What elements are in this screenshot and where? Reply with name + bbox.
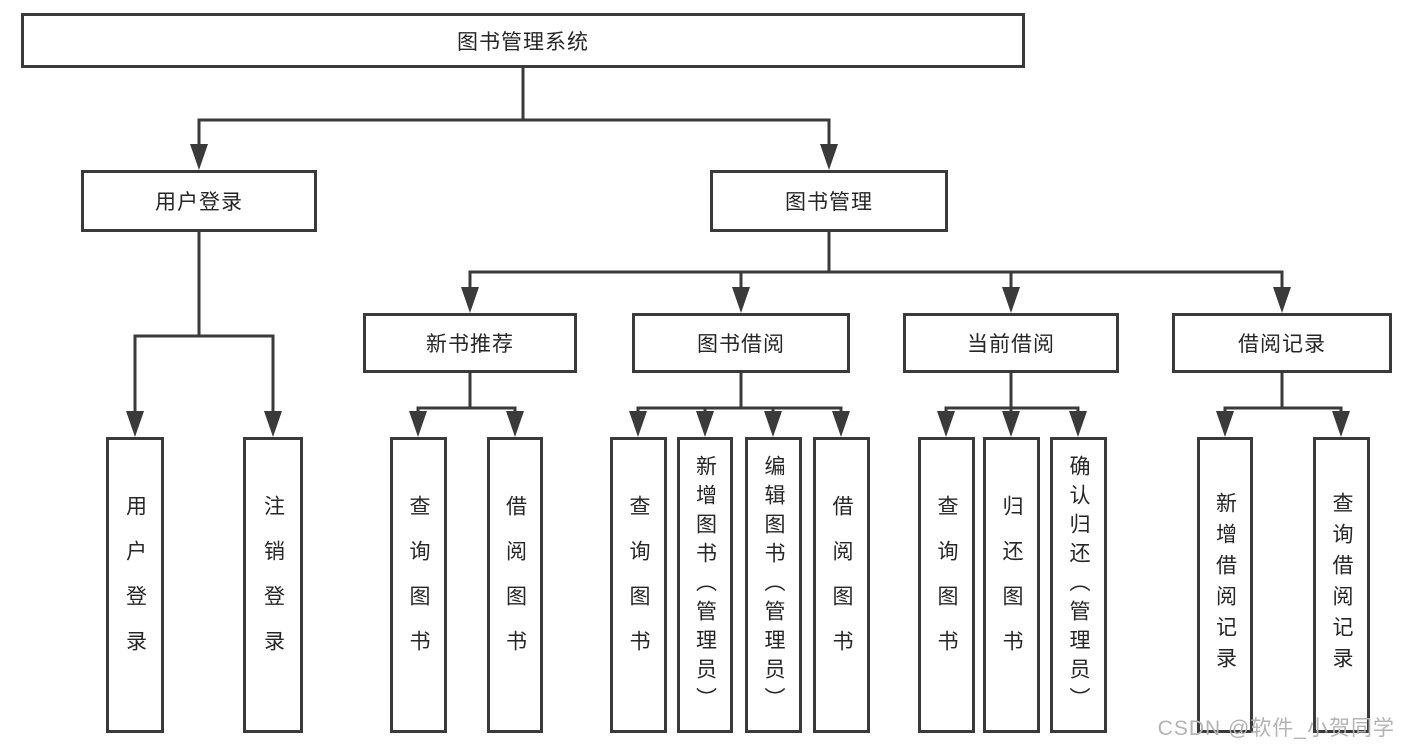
- leaf-add-books-admin: 新增图书（管理员）: [677, 437, 733, 733]
- leaf-label: 新增借阅记录: [1213, 492, 1237, 678]
- node-book-management: 图书管理: [710, 170, 948, 232]
- connector-paths: [133, 68, 1343, 414]
- node-current-borrow: 当前借阅: [903, 313, 1119, 373]
- leaf-label: 确认归还（管理员）: [1067, 454, 1090, 716]
- leaf-borrow-books-recommend: 借阅图书: [487, 437, 543, 733]
- node-book-borrow: 图书借阅: [632, 313, 850, 373]
- leaf-confirm-return-admin: 确认归还（管理员）: [1050, 437, 1107, 733]
- node-label: 用户登录: [155, 191, 243, 214]
- leaf-label: 查询图书: [407, 495, 430, 675]
- node-label: 图书管理系统: [457, 30, 589, 54]
- leaf-query-borrow-record: 查询借阅记录: [1313, 437, 1370, 733]
- node-new-book-recommend: 新书推荐: [363, 313, 577, 373]
- node-label: 图书借阅: [697, 333, 785, 356]
- node-book-management-system: 图书管理系统: [21, 13, 1025, 68]
- leaf-label: 查询图书: [935, 495, 958, 675]
- node-user-login: 用户登录: [81, 170, 317, 232]
- arrowhead-icons: [126, 144, 1350, 437]
- leaf-label: 查询借阅记录: [1330, 492, 1353, 678]
- leaf-label: 归还图书: [1000, 495, 1023, 675]
- node-borrow-records: 借阅记录: [1172, 313, 1392, 373]
- leaf-label: 用户登录: [123, 495, 147, 675]
- watermark-text: CSDN @软件_小贺同学: [1157, 717, 1395, 740]
- leaf-logout: 注销登录: [243, 437, 303, 733]
- leaf-query-books-recommend: 查询图书: [390, 437, 447, 733]
- node-label: 新书推荐: [426, 333, 514, 356]
- leaf-label: 查询图书: [627, 495, 650, 675]
- leaf-label: 注销登录: [261, 495, 285, 675]
- leaf-label: 借阅图书: [503, 495, 527, 675]
- leaf-edit-books-admin: 编辑图书（管理员）: [745, 437, 802, 733]
- node-label: 当前借阅: [967, 333, 1055, 356]
- leaf-label: 编辑图书（管理员）: [762, 454, 785, 716]
- node-label: 借阅记录: [1238, 333, 1326, 356]
- leaf-label: 新增图书（管理员）: [693, 454, 717, 716]
- leaf-user-login: 用户登录: [106, 437, 164, 733]
- leaf-query-books-borrow: 查询图书: [610, 437, 667, 733]
- node-label: 图书管理: [785, 191, 873, 214]
- leaf-borrow-books-borrow: 借阅图书: [813, 437, 870, 733]
- leaf-return-books: 归还图书: [983, 437, 1040, 733]
- leaf-label: 借阅图书: [830, 495, 853, 675]
- leaf-query-books-current: 查询图书: [918, 437, 975, 733]
- leaf-add-borrow-record: 新增借阅记录: [1197, 437, 1253, 733]
